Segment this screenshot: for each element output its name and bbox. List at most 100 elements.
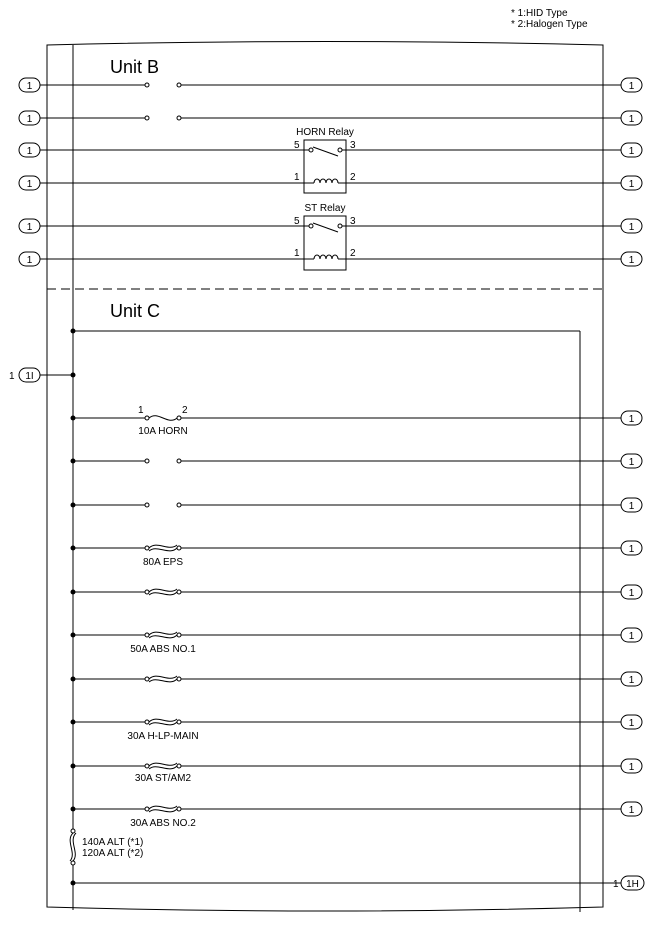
terminal [144,676,150,682]
fusible-link [148,631,178,639]
pin-label: 2 [350,248,356,259]
terminal [144,589,150,595]
pin-label: 1 [613,879,619,890]
connector-label: 1 [629,631,635,642]
terminal [144,806,150,812]
junction [70,372,76,378]
connector-label: 1 [629,544,635,555]
connector[interactable] [620,453,643,469]
connector-label: 1 [629,805,635,816]
connector-label: 1 [27,255,33,266]
fusible-link [148,805,178,813]
terminal [144,458,150,464]
connector-1h[interactable] [620,875,645,891]
connector[interactable] [620,497,643,513]
pin-label: 3 [350,216,356,227]
connector[interactable] [620,671,643,687]
connector[interactable] [620,410,643,426]
connector[interactable] [620,714,643,730]
junction [70,676,76,682]
fuse-label-abs2: 30A ABS NO.2 [130,818,196,829]
note-hid: * 1:HID Type [511,8,568,19]
connector[interactable] [620,218,643,234]
unit-b-right-connectors: 1 1 1 1 1 1 [620,77,643,267]
pin-label: 1 [294,248,300,259]
terminal [176,415,182,421]
unit-b-title: Unit B [110,57,159,77]
fuse-label-hlp-main: 30A H-LP-MAIN [127,731,198,742]
relay-coil [313,178,339,184]
connector[interactable] [620,110,643,126]
pin-label: 2 [350,172,356,183]
terminal [70,828,76,834]
unit-c-title: Unit C [110,301,160,321]
fuse-label-st-am2: 30A ST/AM2 [135,773,192,784]
connector-label: 1 [629,114,635,125]
junction [70,589,76,595]
relay-coil [313,254,339,260]
connector[interactable] [620,540,643,556]
connector-label: 1 [629,762,635,773]
connector-label: 1 [629,255,635,266]
st-relay-title: ST Relay [305,203,346,214]
junction [70,415,76,421]
pin-label: 1 [138,405,144,416]
junction [70,328,76,334]
connector[interactable] [18,110,41,126]
relay-switch [312,222,339,233]
junction [70,502,76,508]
connector-label: 1 [629,81,635,92]
junction [70,763,76,769]
note-halogen: * 2:Halogen Type [511,19,588,30]
connector-label: 1H [626,879,639,890]
pin-label: 5 [294,140,300,151]
terminal [144,82,150,88]
unit-frame [46,41,604,912]
connector-label: 1 [629,179,635,190]
terminal [176,458,182,464]
relay-contact [337,223,343,229]
connector-label: 1 [27,146,33,157]
pin-label: 5 [294,216,300,227]
connector[interactable] [18,142,41,158]
connector[interactable] [620,77,643,93]
fusible-link [148,544,178,552]
terminal [144,763,150,769]
fuse-label-abs1: 50A ABS NO.1 [130,644,196,655]
connector[interactable] [18,175,41,191]
fusible-link [69,832,77,862]
connector-label: 1 [629,457,635,468]
terminal [176,545,182,551]
relay-contact [308,223,314,229]
connector-label: 1 [629,146,635,157]
connector[interactable] [620,758,643,774]
junction [70,632,76,638]
unit-c-right-connectors: 1 1 1 1 1 1 1 1 1 1 [620,410,643,817]
junction [70,880,76,886]
connector-label: 1 [27,222,33,233]
connector[interactable] [620,251,643,267]
connector[interactable] [18,218,41,234]
relay-switch [312,146,339,157]
connector[interactable] [18,77,41,93]
connector[interactable] [620,175,643,191]
connector[interactable] [18,251,41,267]
connector-label: 1 [629,501,635,512]
terminal [144,545,150,551]
relay-contact [337,147,343,153]
terminal [176,763,182,769]
fuse-label-alt-halogen: 120A ALT (*2) [82,848,143,859]
pin-label: 2 [182,405,188,416]
connector[interactable] [620,627,643,643]
pin-label: 3 [350,140,356,151]
connector[interactable] [620,142,643,158]
terminal [176,115,182,121]
terminal [144,719,150,725]
connector-label: 1 [27,179,33,190]
fusible-link [148,762,178,770]
connector[interactable] [620,801,643,817]
terminal [176,719,182,725]
connector[interactable] [620,584,643,600]
fuse-label-alt-hid: 140A ALT (*1) [82,837,143,848]
